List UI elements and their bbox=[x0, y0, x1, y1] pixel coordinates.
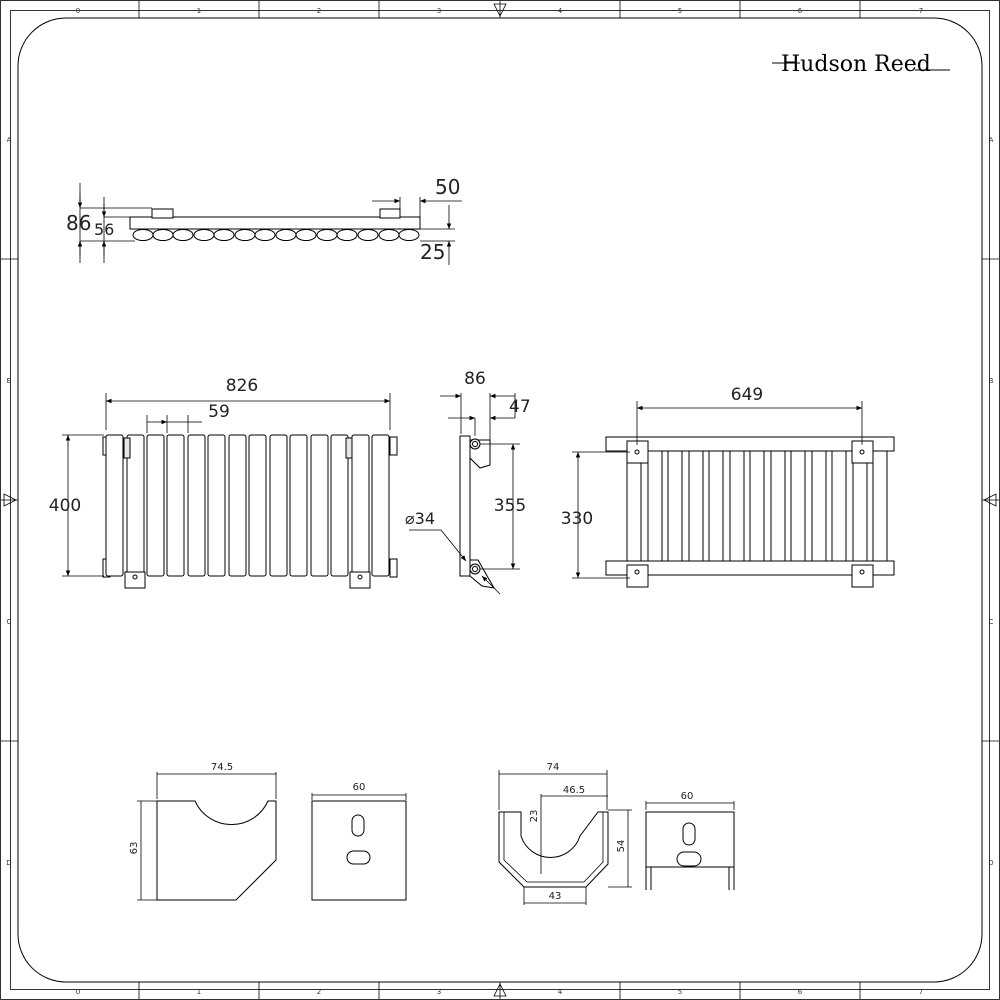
grid-col-6-bottom: 6 bbox=[798, 988, 803, 996]
grid-col-0-bottom: 0 bbox=[76, 988, 80, 996]
top-dim-56: 56 bbox=[94, 220, 114, 239]
top-view: 86 56 50 25 bbox=[66, 175, 462, 265]
grid-col-3-bottom: 3 bbox=[437, 988, 441, 996]
grid-col-4-bottom: 4 bbox=[558, 988, 563, 996]
brand-logo: Hudson Reed bbox=[772, 52, 950, 77]
grid-col-3-top: 3 bbox=[437, 7, 441, 15]
bracket-a: 74.5 63 bbox=[129, 762, 277, 901]
bracket-c-dim-74: 74 bbox=[547, 762, 560, 773]
front-dim-826: 826 bbox=[226, 376, 258, 396]
grid-col-7-bottom: 7 bbox=[919, 988, 923, 996]
top-dim-50: 50 bbox=[435, 175, 460, 199]
bracket-a-dim-63: 63 bbox=[129, 842, 140, 855]
grid-row-a-left: A bbox=[7, 136, 12, 144]
top-dim-25: 25 bbox=[420, 240, 445, 264]
bracket-a-dim-74.5: 74.5 bbox=[211, 762, 233, 773]
bracket-c-dim-23: 23 bbox=[529, 810, 540, 823]
side-dim-355: 355 bbox=[494, 496, 526, 516]
bracket-b-dim-60: 60 bbox=[353, 782, 366, 793]
grid-col-2-top: 2 bbox=[317, 7, 321, 15]
grid-col-1-bottom: 1 bbox=[197, 988, 201, 996]
grid-row-d-left: D bbox=[6, 859, 11, 867]
front-view-columns bbox=[105, 434, 390, 577]
grid-col-5-top: 5 bbox=[678, 7, 682, 15]
bracket-d-dim-60: 60 bbox=[681, 791, 694, 802]
bracket-d: 60 bbox=[645, 791, 735, 890]
grid-col-2-bottom: 2 bbox=[317, 988, 321, 996]
grid-row-d-right: D bbox=[988, 859, 993, 867]
rear-dim-649: 649 bbox=[731, 385, 763, 405]
side-view: 86 47 355 ⌀34 bbox=[405, 369, 531, 595]
grid-col-7-top: 7 bbox=[919, 7, 923, 15]
top-view-columns bbox=[132, 229, 420, 241]
bracket-c: 74 46.5 23 54 43 bbox=[498, 762, 632, 905]
bracket-b: 60 bbox=[311, 782, 407, 901]
bracket-c-dim-46.5: 46.5 bbox=[563, 785, 585, 796]
grid-col-1-top: 1 bbox=[197, 7, 201, 15]
grid-col-4-top: 4 bbox=[558, 7, 563, 15]
grid-row-c-right: C bbox=[989, 618, 994, 626]
side-dim-47: 47 bbox=[509, 397, 531, 417]
grid-row-c-left: C bbox=[7, 618, 12, 626]
rear-view-columns bbox=[626, 450, 888, 562]
brand-name: Hudson Reed bbox=[781, 52, 931, 77]
rear-dim-330: 330 bbox=[561, 509, 593, 529]
side-dim-86: 86 bbox=[464, 369, 486, 389]
front-view: 826 59 400 bbox=[49, 376, 398, 589]
grid-col-0-top: 0 bbox=[76, 7, 80, 15]
grid-col-5-bottom: 5 bbox=[678, 988, 682, 996]
front-dim-400: 400 bbox=[49, 496, 81, 516]
side-dim-pipe-diameter: ⌀34 bbox=[405, 509, 435, 528]
grid-col-6-top: 6 bbox=[798, 7, 803, 15]
bracket-c-dim-54: 54 bbox=[616, 840, 627, 853]
rear-view: 649 330 bbox=[561, 385, 895, 588]
grid-row-a-right: A bbox=[989, 136, 994, 144]
grid-row-b-left: B bbox=[7, 377, 12, 385]
grid-row-b-right: B bbox=[989, 377, 994, 385]
bracket-c-dim-43: 43 bbox=[549, 891, 562, 902]
front-dim-59: 59 bbox=[208, 402, 230, 422]
top-dim-86: 86 bbox=[66, 211, 91, 235]
